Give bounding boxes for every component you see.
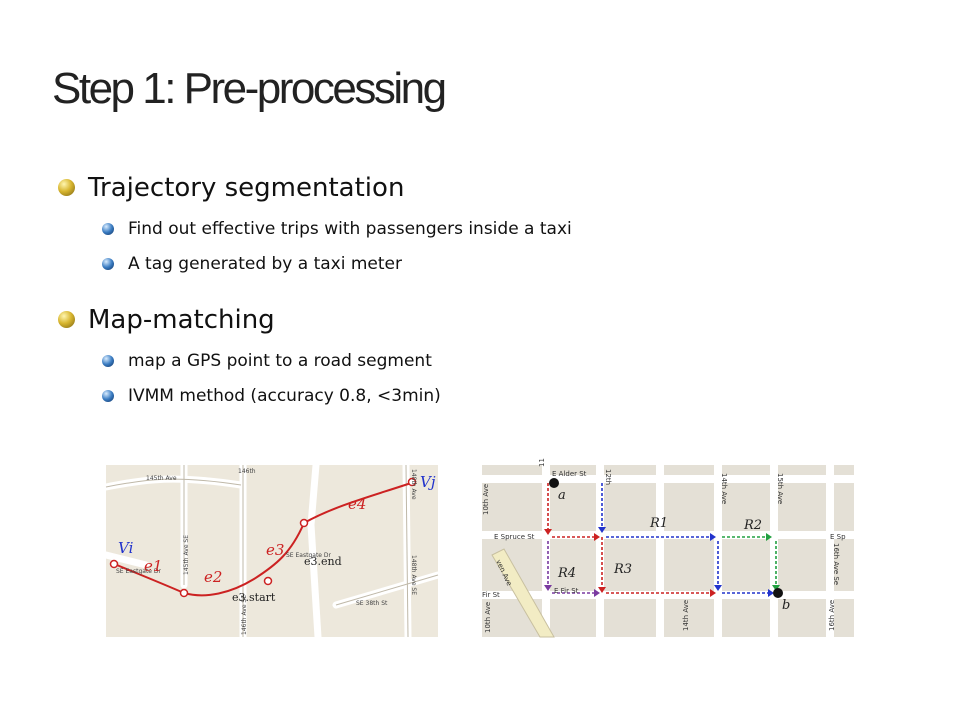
street-label: 12th	[604, 469, 612, 485]
street-label: 11	[538, 458, 546, 467]
street-label: 145th Ave	[146, 475, 177, 482]
route-r3-label: R3	[613, 562, 632, 577]
blue-bullet-icon	[102, 258, 114, 270]
sub-bullet: A tag generated by a taxi meter	[58, 249, 918, 284]
e3-start-label: e3.start	[232, 591, 276, 604]
e1-label: e1	[144, 557, 162, 575]
gold-bullet-icon	[58, 311, 75, 328]
sub-bullet: IVMM method (accuracy 0.8, <3min)	[58, 381, 918, 416]
street-label: 148th Ave	[410, 469, 417, 500]
bullet-list: Trajectory segmentation Find out effecti…	[58, 170, 918, 416]
route-r4-label: R4	[557, 566, 576, 581]
sub-bullet: map a GPS point to a road segment	[58, 346, 918, 381]
slide-title: Step 1: Pre-processing	[52, 64, 447, 113]
blue-bullet-icon	[102, 390, 114, 402]
street-label: SE Eastgate Dr	[116, 568, 162, 575]
street-label: 10th Ave	[484, 602, 492, 633]
e3-end-label: e3.end	[304, 555, 342, 568]
bullet-label: Map-matching	[88, 305, 275, 335]
street-label: 148th Ave SE	[410, 555, 417, 595]
street-label: 15th Ave	[776, 473, 784, 504]
bullet-label: Trajectory segmentation	[88, 173, 405, 203]
street-label: 14th Ave	[720, 473, 728, 504]
vi-label: Vi	[118, 539, 134, 557]
street-label: 145th Ave SE	[183, 535, 190, 575]
point-b-label: b	[782, 598, 790, 613]
blue-bullet-icon	[102, 223, 114, 235]
sub-bullet-text: map a GPS point to a road segment	[128, 351, 432, 371]
blue-bullet-icon	[102, 355, 114, 367]
street-label: Fir St	[482, 591, 500, 599]
street-label: 10th Ave	[482, 484, 490, 515]
gold-bullet-icon	[58, 179, 75, 196]
e4-label: e4	[348, 495, 366, 513]
e3-label: e3	[266, 541, 284, 559]
e2-label: e2	[204, 568, 222, 586]
street-label: 146th Ave SE	[241, 595, 248, 635]
sub-bullet: Find out effective trips with passengers…	[58, 214, 918, 249]
street-label: 14th Ave	[682, 600, 690, 631]
map-matching-figure: 145th Ave 146th 145th Ave SE SE Eastgate…	[102, 461, 442, 641]
route-candidates-figure: E Alder St 11 12th 10th Ave 14th Ave 15t…	[482, 458, 854, 638]
street-label: E Fir St	[554, 587, 579, 595]
street-label: SE Eastgate Dr	[286, 552, 332, 559]
street-label: E Spruce St	[494, 533, 535, 541]
sub-bullet-text: IVMM method (accuracy 0.8, <3min)	[128, 386, 441, 406]
street-label: 16th Ave Se	[832, 543, 840, 585]
route-r2-label: R2	[743, 518, 762, 533]
bullet-map-matching: Map-matching	[58, 302, 918, 338]
street-label: SE 38th St	[356, 600, 388, 607]
street-label: E Alder St	[552, 470, 587, 478]
route-r1-label: R1	[649, 516, 668, 531]
vj-label: Vj	[420, 473, 436, 491]
sub-bullet-text: Find out effective trips with passengers…	[128, 219, 572, 239]
bullet-trajectory-segmentation: Trajectory segmentation	[58, 170, 918, 206]
matched-route	[111, 481, 415, 597]
street-label: 146th	[238, 468, 256, 475]
street-label: E Sp	[830, 533, 846, 541]
point-a-label: a	[558, 488, 566, 503]
street-label: 16th Ave	[828, 600, 836, 631]
sub-bullet-text: A tag generated by a taxi meter	[128, 254, 403, 274]
